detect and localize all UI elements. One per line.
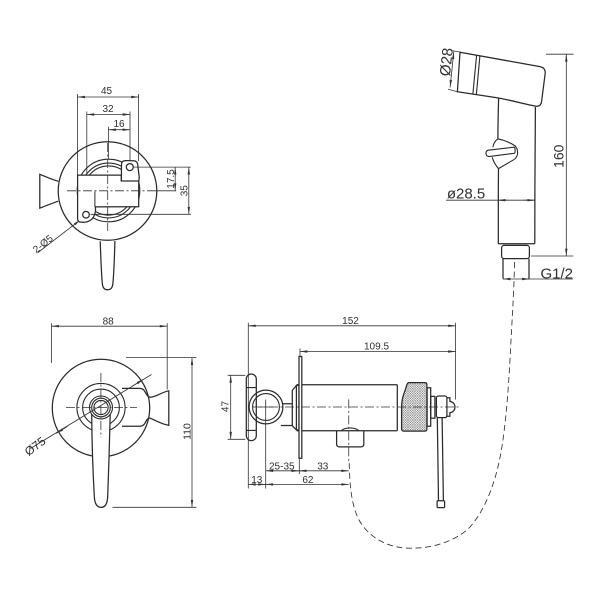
svg-text:45: 45 bbox=[101, 86, 113, 97]
svg-text:47: 47 bbox=[221, 401, 232, 413]
svg-text:16: 16 bbox=[113, 119, 125, 130]
svg-text:62: 62 bbox=[302, 475, 314, 486]
svg-text:17.5: 17.5 bbox=[166, 169, 177, 189]
svg-text:ø28.5: ø28.5 bbox=[447, 185, 485, 202]
svg-text:33: 33 bbox=[317, 461, 329, 472]
svg-text:160: 160 bbox=[551, 144, 567, 168]
svg-text:109.5: 109.5 bbox=[364, 341, 389, 352]
svg-text:Ø28: Ø28 bbox=[437, 47, 457, 77]
svg-text:G1/2: G1/2 bbox=[541, 266, 574, 283]
svg-text:88: 88 bbox=[103, 316, 115, 327]
svg-text:35: 35 bbox=[180, 185, 191, 197]
svg-text:32: 32 bbox=[102, 104, 114, 115]
svg-text:13: 13 bbox=[251, 475, 263, 486]
svg-text:152: 152 bbox=[342, 316, 359, 327]
svg-text:110: 110 bbox=[182, 423, 194, 440]
svg-text:25-35: 25-35 bbox=[269, 461, 295, 472]
